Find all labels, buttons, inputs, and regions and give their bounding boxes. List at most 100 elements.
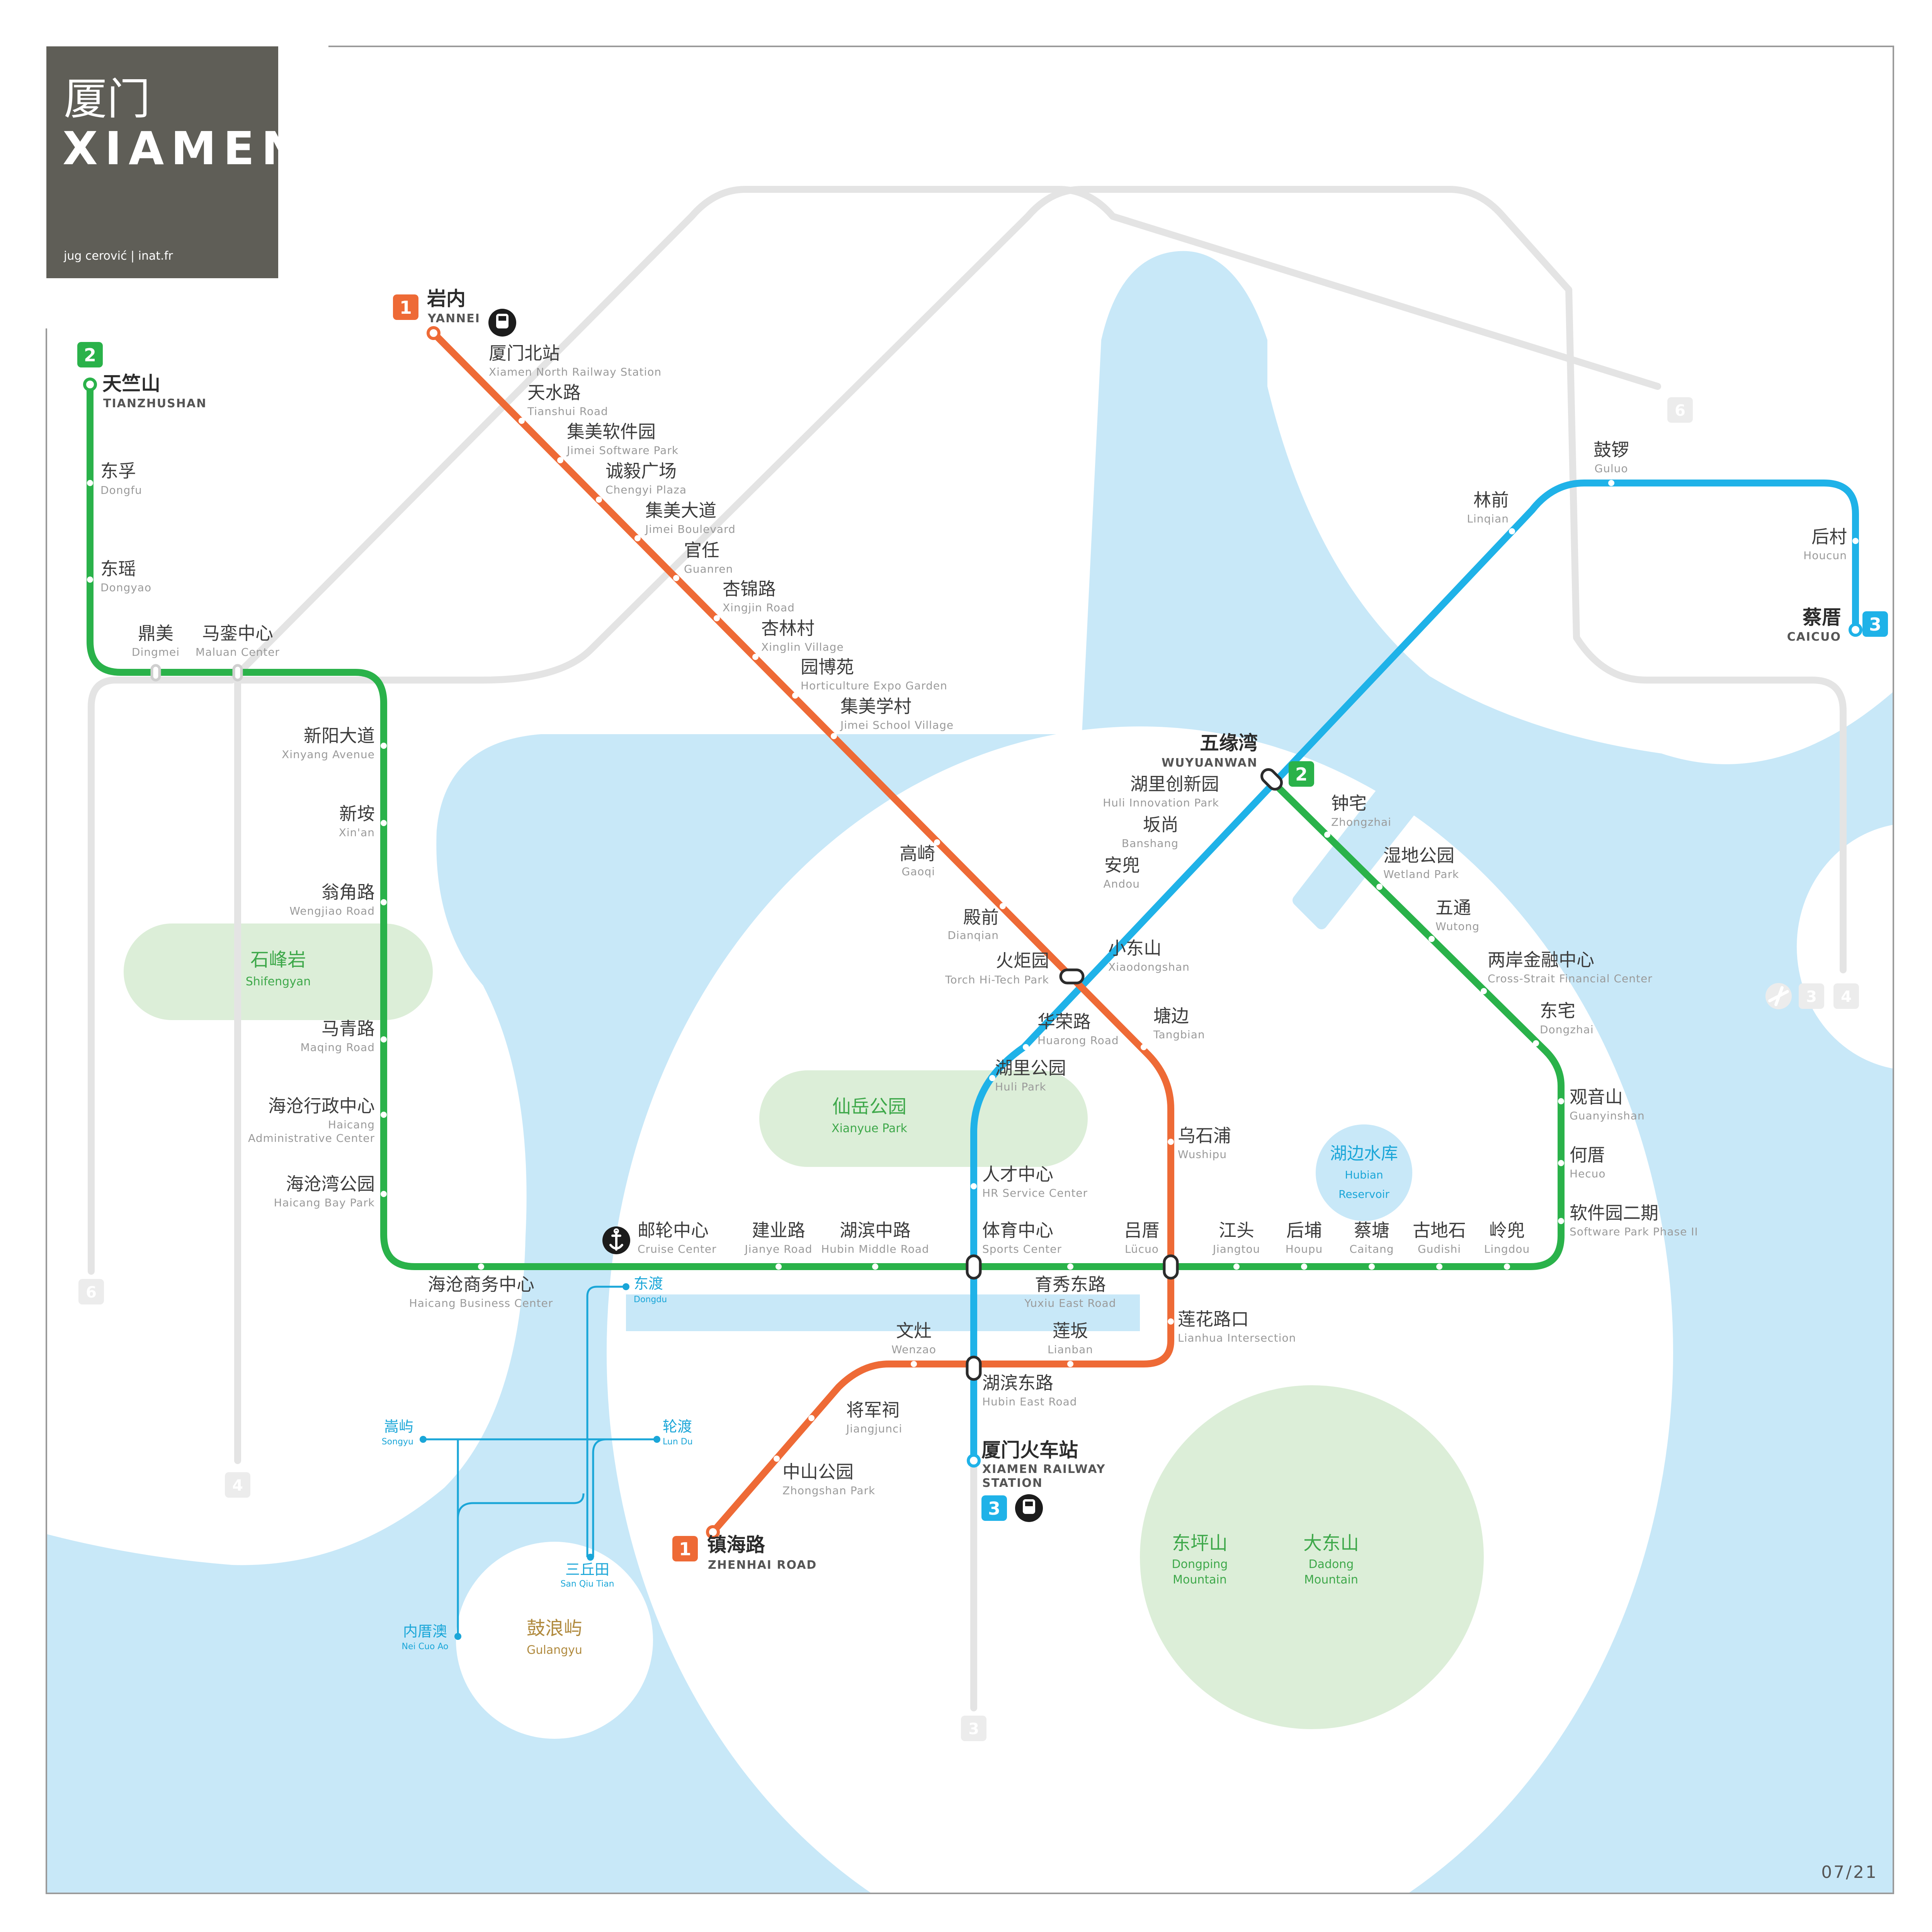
station-dot[interactable] (596, 497, 602, 503)
place-name-en: Shifengyan (246, 975, 311, 988)
station-name-zh: 吕厝 (1124, 1220, 1160, 1241)
ferry-stop[interactable] (420, 1436, 427, 1443)
station-name-en: Zhongshan Park (782, 1484, 875, 1497)
station-dot[interactable] (557, 457, 563, 463)
planned-badge-6-north-label: 6 (1675, 402, 1685, 420)
station-name-en: Yuxiu East Road (1024, 1297, 1116, 1310)
station-dot[interactable] (1067, 1264, 1073, 1270)
labels-ferry: 东渡 Dongdu 嵩屿 Songyu 轮渡 Lun Du 三丘田 San Qi… (382, 1275, 693, 1651)
interchange-wuyuanwan[interactable] (1259, 767, 1284, 792)
badge-line-2-east (1289, 761, 1314, 787)
station-dot[interactable] (381, 1036, 387, 1043)
terminal-caicuo[interactable] (1849, 623, 1862, 637)
train-icon-window (1025, 1502, 1033, 1506)
station-dot[interactable] (1852, 538, 1859, 544)
station-dot[interactable] (776, 1264, 782, 1270)
ferry-stop[interactable] (454, 1633, 461, 1640)
station-dot[interactable] (808, 1415, 815, 1421)
ferry-stop[interactable] (622, 1283, 629, 1290)
station-name-zh: 华荣路 (1037, 1011, 1091, 1032)
station-dot[interactable] (1504, 1264, 1510, 1270)
station-dot[interactable] (1168, 1318, 1174, 1325)
terminal-xiamen-railway[interactable] (967, 1454, 981, 1468)
station-dot[interactable] (519, 418, 525, 424)
station-dot[interactable] (1023, 1044, 1029, 1050)
anchor-icon-ring (614, 1228, 619, 1234)
ferry-route-sanqiutian (457, 1493, 585, 1519)
station-dot[interactable] (1481, 988, 1487, 994)
station-dot[interactable] (1533, 1040, 1539, 1046)
interchange-sports-center[interactable] (966, 1254, 982, 1280)
station-name-zh: 林前 (1473, 490, 1509, 510)
station-dot[interactable] (478, 1264, 484, 1270)
station-name-en: Horticulture Expo Garden (801, 679, 947, 692)
ferry-stop[interactable] (587, 1554, 594, 1561)
station-dot[interactable] (634, 535, 641, 541)
place-name-zh: 湖边水库 (1330, 1144, 1398, 1163)
station-dot[interactable] (1429, 936, 1435, 942)
station-dot[interactable] (1558, 1098, 1564, 1104)
station-dot[interactable] (673, 575, 679, 581)
station-dot[interactable] (87, 480, 93, 486)
station-dot[interactable] (872, 1264, 878, 1270)
ferry-stop[interactable] (653, 1436, 660, 1443)
station-dot[interactable] (1168, 1139, 1174, 1145)
parks-layer (124, 923, 1484, 1729)
station-name-en: Huli Park (995, 1080, 1046, 1093)
interchange-torch-park[interactable] (1059, 968, 1085, 985)
station-dot[interactable] (1436, 1264, 1442, 1270)
interchange-lucuo[interactable] (1163, 1254, 1179, 1280)
station-name-zh: 集美大道 (645, 500, 716, 521)
station-dot[interactable] (752, 654, 759, 660)
station-dot[interactable] (1324, 832, 1330, 838)
station-name-zh: 鼎美 (138, 623, 173, 644)
station-dot[interactable] (381, 1112, 387, 1118)
station-dot[interactable] (1224, 847, 1230, 853)
station-dot[interactable] (1233, 1264, 1240, 1270)
station-dot[interactable] (1301, 1264, 1307, 1270)
station-dot[interactable] (934, 839, 940, 845)
station-dot[interactable] (989, 1075, 995, 1081)
interchange-hubin-east[interactable] (966, 1355, 982, 1381)
station-name-en: Haicang (328, 1118, 375, 1131)
terminal-yannei[interactable] (427, 326, 440, 340)
station-dot[interactable] (831, 733, 837, 739)
station-dot[interactable] (1067, 1361, 1073, 1367)
station-dot[interactable] (1183, 889, 1189, 896)
station-dot[interactable] (774, 1456, 780, 1462)
station-name-en: Gaoqi (901, 865, 935, 878)
ferry-stop-zh: 轮渡 (663, 1418, 692, 1435)
station-dot[interactable] (971, 1183, 977, 1189)
station-dot[interactable] (911, 1361, 917, 1367)
station-dot[interactable] (381, 743, 387, 749)
station-dot[interactable] (1558, 1160, 1564, 1166)
station-dot[interactable] (1369, 1264, 1375, 1270)
station-dot[interactable] (1558, 1218, 1564, 1224)
station-name-en: Dongfu (100, 484, 142, 497)
station-name-en: Sports Center (982, 1243, 1062, 1255)
terminal-name-zh: 蔡厝 (1803, 606, 1841, 629)
labels-places: 石峰岩 Shifengyan 仙岳公园 Xianyue Park 湖边水库 Hu… (246, 949, 1398, 1657)
title-block: 厦门 XIAMEN jug cerović | inat.fr (46, 46, 299, 278)
station-name-en: Houpu (1286, 1243, 1323, 1255)
station-name-en: Hubin East Road (982, 1395, 1077, 1408)
station-name-en: Cruise Center (638, 1243, 717, 1255)
station-dot[interactable] (792, 692, 798, 699)
station-dot[interactable] (1509, 528, 1515, 534)
station-dot[interactable] (1143, 932, 1149, 938)
station-dot[interactable] (714, 615, 720, 621)
station-dot[interactable] (87, 577, 93, 583)
station-dot[interactable] (381, 899, 387, 905)
station-dot[interactable] (1376, 884, 1383, 890)
station-dot[interactable] (381, 1191, 387, 1197)
station-name-zh: 人才中心 (982, 1164, 1053, 1185)
station-dot[interactable] (1608, 480, 1614, 486)
terminal-tianzhushan[interactable] (83, 378, 97, 391)
station-dot[interactable] (1141, 1044, 1147, 1050)
interchange-dingmei[interactable] (150, 664, 161, 682)
terminal-zhenhai-road[interactable] (706, 1525, 720, 1539)
station-dot[interactable] (1000, 903, 1006, 909)
station-name-zh: 江头 (1219, 1220, 1254, 1241)
station-dot[interactable] (381, 820, 387, 826)
interchange-maluan[interactable] (232, 664, 243, 682)
